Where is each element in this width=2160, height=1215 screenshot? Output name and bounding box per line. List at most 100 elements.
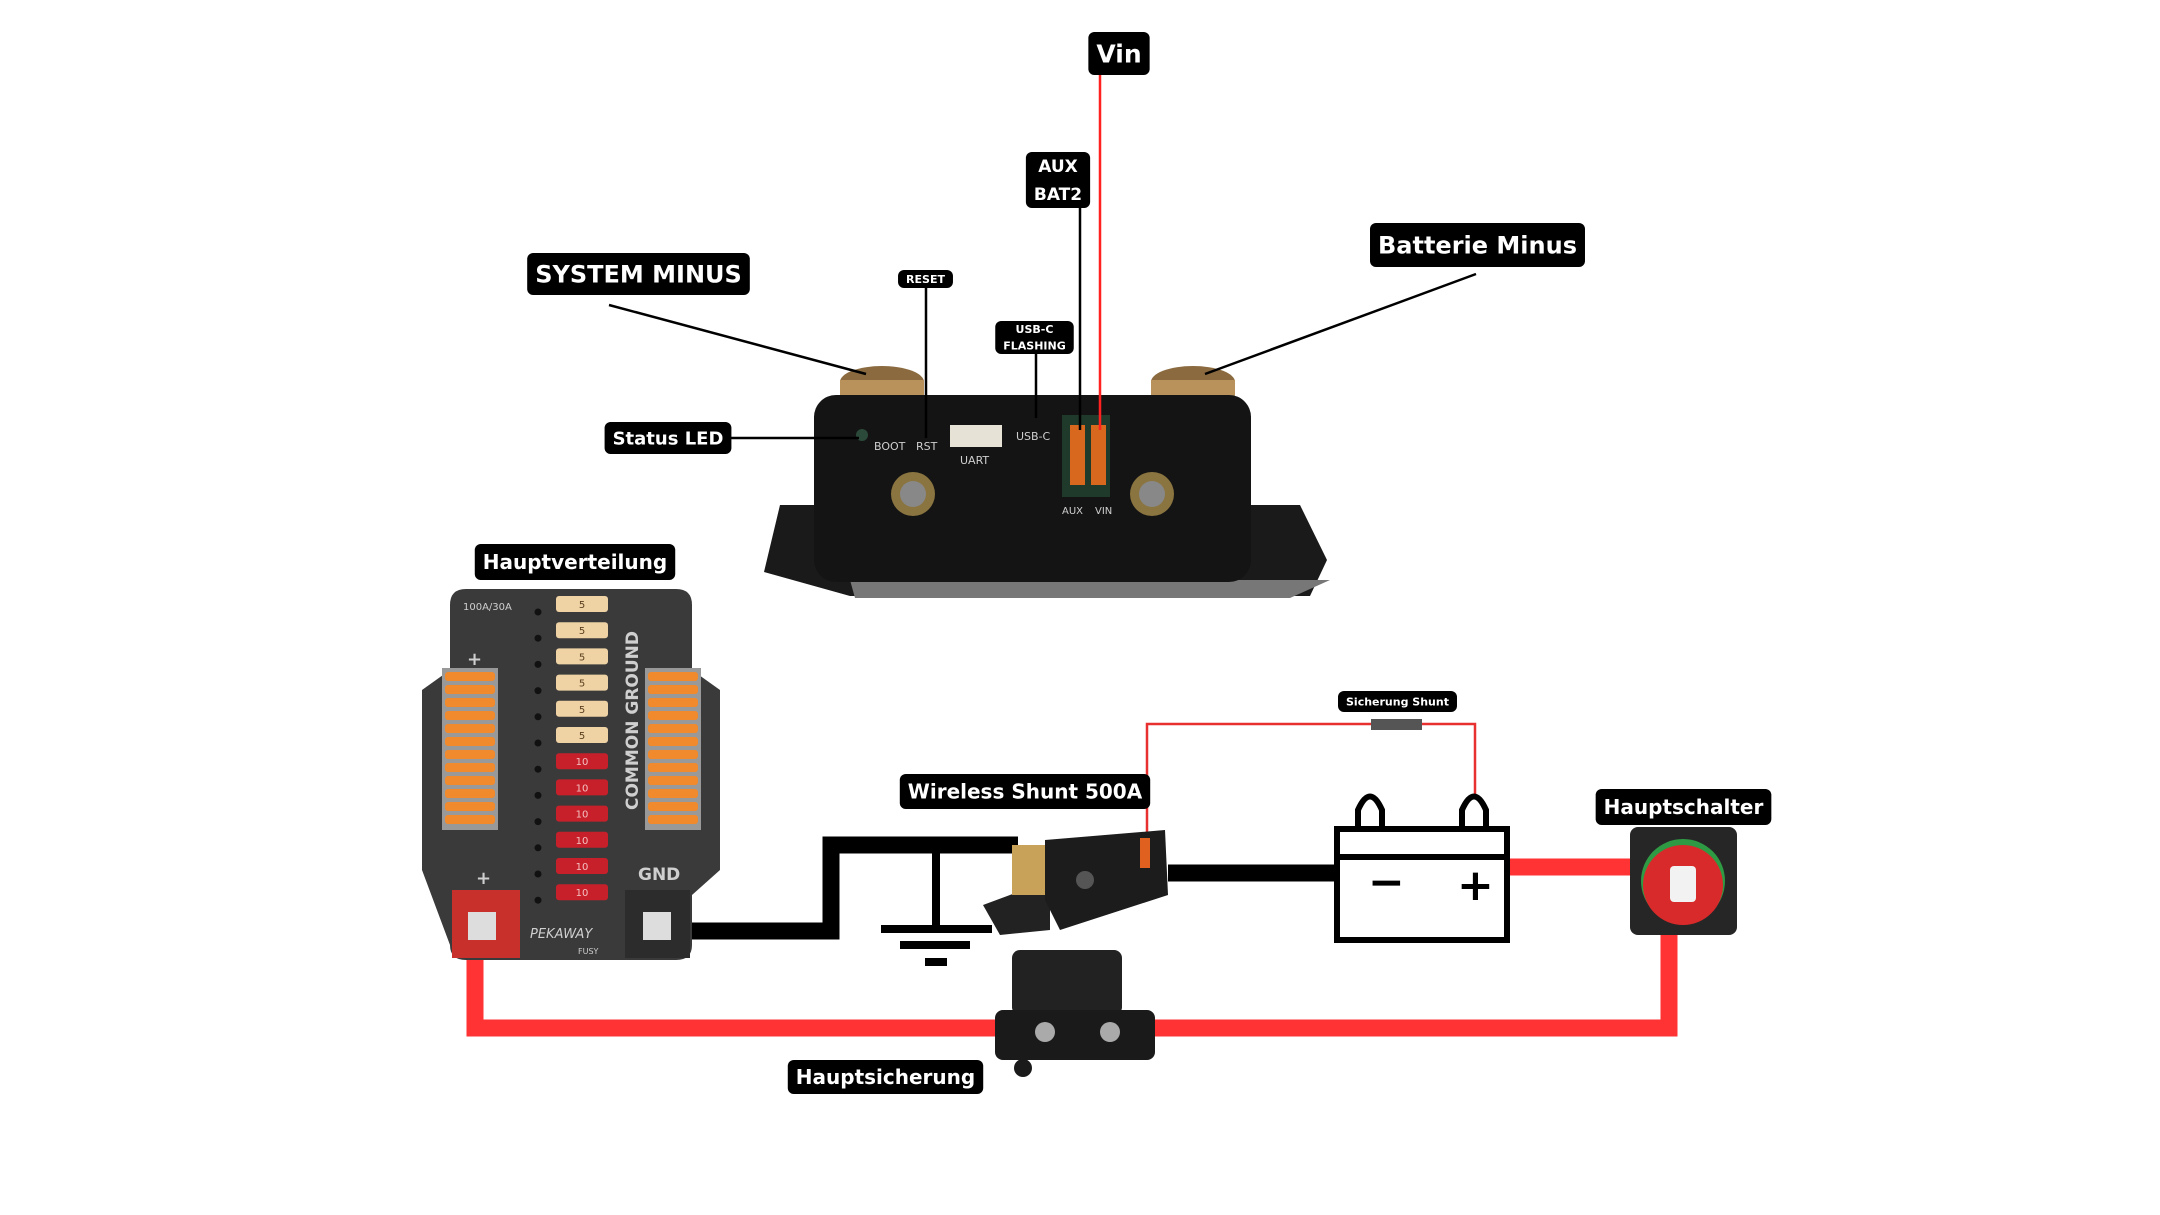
fuse-led bbox=[534, 634, 542, 642]
boot-text: BOOT bbox=[874, 440, 906, 453]
wire-terminal-lever[interactable] bbox=[445, 763, 495, 772]
fuse-rating: 10 bbox=[576, 810, 589, 821]
hauptverteilung-label-text: Hauptverteilung bbox=[483, 550, 667, 574]
rst-text: RST bbox=[916, 440, 938, 453]
blade-fuse[interactable] bbox=[556, 727, 608, 743]
wire-terminal-lever[interactable] bbox=[648, 750, 698, 759]
wire-terminal-lever[interactable] bbox=[445, 724, 495, 733]
wire-terminal-lever[interactable] bbox=[648, 698, 698, 707]
battery-main-switch[interactable] bbox=[1630, 827, 1737, 935]
wireless-shunt-label: Wireless Shunt 500A bbox=[899, 774, 1151, 809]
fuse-rating: 10 bbox=[576, 836, 589, 847]
wire-terminal-lever[interactable] bbox=[445, 711, 495, 720]
wire-terminal-lever[interactable] bbox=[648, 685, 698, 694]
blade-fuse[interactable] bbox=[556, 674, 608, 691]
vin-text: VIN bbox=[1095, 506, 1112, 517]
wire-terminal-lever[interactable] bbox=[648, 802, 698, 811]
wire-terminal-lever[interactable] bbox=[445, 672, 495, 681]
wire-terminal-lever[interactable] bbox=[648, 815, 698, 824]
vin-label-text: Vin bbox=[1096, 40, 1141, 69]
hauptverteilung-label-box bbox=[474, 544, 676, 580]
wire-terminal-lever[interactable] bbox=[445, 789, 495, 798]
vin-terminal-lever[interactable] bbox=[1091, 425, 1106, 485]
left-terminal-block bbox=[442, 668, 498, 830]
fuse-rating: 5 bbox=[579, 626, 585, 637]
shunt-fuse-icon bbox=[1371, 719, 1422, 730]
gnd-text: GND bbox=[638, 865, 680, 885]
reset-label: RESET bbox=[898, 270, 953, 288]
blade-fuse[interactable] bbox=[556, 779, 608, 796]
wire-terminal-lever[interactable] bbox=[445, 737, 495, 746]
blade-fuse[interactable] bbox=[556, 753, 608, 770]
fuse-rating: 5 bbox=[579, 731, 585, 742]
wire-terminal-lever[interactable] bbox=[445, 750, 495, 759]
status-led-label-text: Status LED bbox=[613, 428, 724, 449]
blade-fuse[interactable] bbox=[556, 858, 608, 874]
fuse-rating: 10 bbox=[576, 783, 589, 794]
model-text: FUSY bbox=[578, 947, 599, 956]
status-led-label-box bbox=[604, 422, 732, 454]
aux-bat2-label: AUX BAT2 bbox=[1025, 152, 1091, 208]
fuse-led bbox=[534, 713, 542, 721]
blade-fuse[interactable] bbox=[556, 622, 608, 639]
fuse-rating: 5 bbox=[579, 705, 585, 716]
wire-terminal-lever[interactable] bbox=[648, 737, 698, 746]
wire-terminal-lever[interactable] bbox=[648, 724, 698, 733]
vin-label-box bbox=[1088, 32, 1150, 75]
usbc-flashing-label-text: FLASHING bbox=[1003, 340, 1066, 353]
blade-fuse[interactable] bbox=[556, 831, 608, 848]
uart-connector[interactable] bbox=[950, 425, 1002, 447]
usbc-text: USB-C bbox=[1016, 430, 1051, 443]
blade-fuse[interactable] bbox=[556, 700, 608, 717]
fuse-led bbox=[534, 818, 542, 826]
usbc-flashing-label-box bbox=[995, 321, 1074, 354]
aux-bat2-label-box bbox=[1025, 152, 1091, 208]
fuse-rating: 10 bbox=[576, 862, 589, 873]
wire-terminal-lever[interactable] bbox=[648, 763, 698, 772]
wireless-shunt-label-text: Wireless Shunt 500A bbox=[908, 780, 1143, 804]
status-led-label: Status LED bbox=[604, 422, 732, 454]
wire-fusebox-gnd-to-shunt bbox=[651, 836, 1018, 940]
shunt-body bbox=[814, 395, 1251, 582]
wire-terminal-lever[interactable] bbox=[445, 698, 495, 707]
sicherung-shunt-label-text: Sicherung Shunt bbox=[1346, 695, 1449, 708]
common-ground-text: COMMON GROUND bbox=[623, 631, 643, 810]
plus-bottom: + bbox=[476, 868, 491, 889]
battery-plus-symbol: + bbox=[1457, 860, 1494, 911]
battery-minus-symbol: − bbox=[1368, 857, 1405, 908]
wire-terminal-lever[interactable] bbox=[648, 789, 698, 798]
aux-bat2-label-text: AUX bbox=[1038, 157, 1078, 177]
wire-terminal-lever[interactable] bbox=[445, 802, 495, 811]
batterie-minus-label-box bbox=[1370, 223, 1585, 267]
batterie-minus-label-text: Batterie Minus bbox=[1378, 232, 1577, 260]
aux-bat2-label-text: BAT2 bbox=[1034, 185, 1082, 205]
wire-terminal-lever[interactable] bbox=[445, 815, 495, 824]
wire-terminal-lever[interactable] bbox=[648, 672, 698, 681]
wire-terminal-lever[interactable] bbox=[648, 711, 698, 720]
wire-terminal-lever[interactable] bbox=[648, 776, 698, 785]
hauptverteilung-label: Hauptverteilung bbox=[474, 544, 676, 580]
plus-top: + bbox=[467, 649, 482, 670]
shunt-device-closeup: BOOT RST UART USB-C AUX VIN bbox=[764, 366, 1330, 598]
vin-label: Vin bbox=[1088, 32, 1150, 75]
fuse-led bbox=[534, 608, 542, 616]
hauptsicherung-label-text: Hauptsicherung bbox=[796, 1065, 975, 1089]
fuse-led bbox=[534, 687, 542, 695]
blade-fuse[interactable] bbox=[556, 884, 608, 901]
blade-fuse[interactable] bbox=[556, 805, 608, 822]
wireless-shunt-label-box bbox=[899, 774, 1151, 809]
hauptsicherung-label-box bbox=[787, 1060, 984, 1094]
negative-wires bbox=[651, 836, 1340, 940]
blade-fuse[interactable] bbox=[556, 596, 608, 612]
fuse-led bbox=[534, 765, 542, 773]
aux-terminal-lever[interactable] bbox=[1070, 425, 1085, 485]
system-minus-label-text: SYSTEM MINUS bbox=[535, 261, 742, 289]
blade-fuse[interactable] bbox=[556, 648, 608, 665]
fuse-led bbox=[534, 844, 542, 852]
hauptsicherung-label: Hauptsicherung bbox=[787, 1060, 984, 1094]
wire-terminal-lever[interactable] bbox=[445, 776, 495, 785]
wire-terminal-lever[interactable] bbox=[445, 685, 495, 694]
